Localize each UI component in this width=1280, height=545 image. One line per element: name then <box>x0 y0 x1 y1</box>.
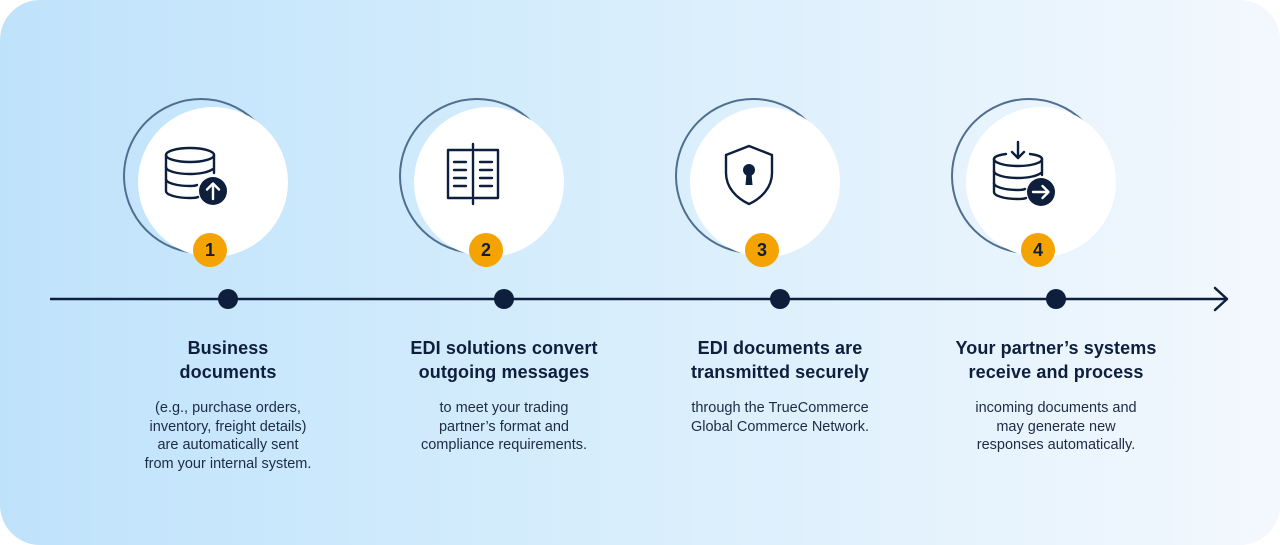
step-number-badge: 1 <box>193 233 227 267</box>
step-description: through the TrueCommerce Global Commerce… <box>650 399 910 436</box>
step-description-line: responses automatically. <box>976 437 1136 453</box>
step-title-line: transmitted securely <box>690 362 870 382</box>
step-title-line: outgoing messages <box>418 362 590 382</box>
step-4: 4 Your partner’s systems receive and pro… <box>926 0 1186 545</box>
step-title: Your partner’s systems receive and proce… <box>926 336 1186 384</box>
step-1: 1 Business documents (e.g., purchase ord… <box>98 0 358 545</box>
timeline-node <box>494 289 514 309</box>
document-convert-icon <box>446 142 500 206</box>
database-upload-icon <box>164 146 227 205</box>
step-2: 2 EDI solutions convert outgoing message… <box>374 0 634 545</box>
step-title-line: Business <box>187 338 269 358</box>
step-title: EDI documents are transmitted securely <box>650 336 910 384</box>
step-title-line: EDI solutions convert <box>410 338 598 358</box>
step-disc <box>690 107 840 257</box>
step-description-line: Global Commerce Network. <box>690 418 870 435</box>
step-title-line: receive and process <box>968 362 1144 382</box>
step-disc <box>414 107 564 257</box>
step-number-badge: 4 <box>1021 233 1055 267</box>
step-title-line: EDI documents are <box>697 338 863 358</box>
step-description-line: (e.g., purchase orders, <box>155 400 301 416</box>
timeline-arrowhead-icon <box>1213 286 1229 312</box>
step-number-badge: 3 <box>745 233 779 267</box>
step-number-badge: 2 <box>469 233 503 267</box>
step-title-line: Your partner’s systems <box>955 338 1157 358</box>
shield-lock-icon <box>724 144 774 206</box>
step-description-line: through the TrueCommerce <box>691 400 869 416</box>
timeline-node <box>770 289 790 309</box>
step-description: (e.g., purchase orders, inventory, freig… <box>98 399 358 473</box>
step-description: incoming documents and may generate new … <box>926 399 1186 455</box>
step-description-line: partner’s format and <box>438 418 570 435</box>
step-title: EDI solutions convert outgoing messages <box>374 336 634 384</box>
step-title: Business documents <box>98 336 358 384</box>
step-description-line: inventory, freight details) <box>149 418 307 435</box>
step-description-line: compliance requirements. <box>420 437 588 453</box>
step-title-line: documents <box>179 362 277 382</box>
timeline-node <box>218 289 238 309</box>
timeline-node <box>1046 289 1066 309</box>
step-description-line: to meet your trading <box>439 400 569 416</box>
database-receive-icon <box>992 140 1055 206</box>
step-description: to meet your trading partner’s format an… <box>374 399 634 455</box>
step-description-line: incoming documents and <box>975 400 1137 416</box>
step-description-line: may generate new <box>996 418 1116 435</box>
step-description-line: from your internal system. <box>144 455 312 472</box>
step-description-line: are automatically sent <box>157 437 299 453</box>
step-3: 3 EDI documents are transmitted securely… <box>650 0 910 545</box>
